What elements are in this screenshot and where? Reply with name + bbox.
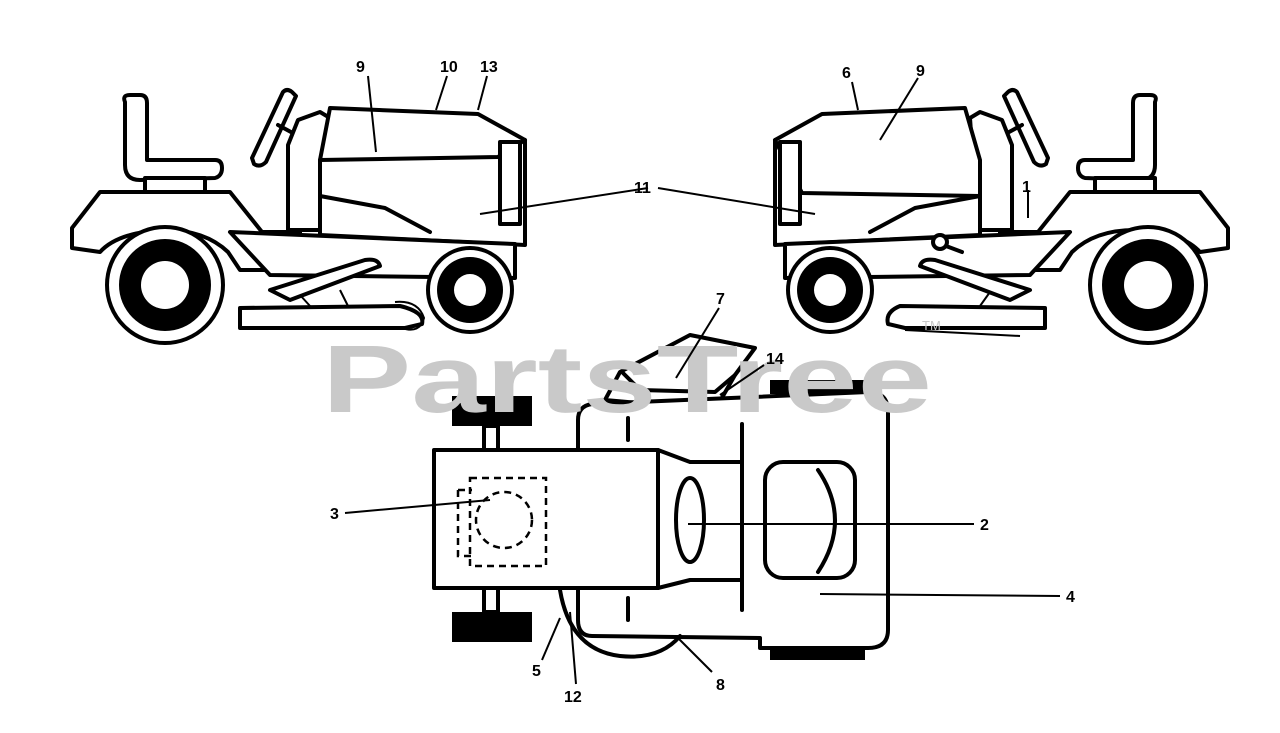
callout-4: 4 xyxy=(1066,589,1075,606)
callout-8: 8 xyxy=(716,677,725,694)
leader-lines xyxy=(344,75,1061,685)
callout-14: 14 xyxy=(766,351,784,368)
callout-10: 10 xyxy=(440,59,458,76)
callout-9-right: 9 xyxy=(916,63,925,80)
callout-9-left: 9 xyxy=(356,59,365,76)
callout-12: 12 xyxy=(564,689,582,706)
callout-labels: 9 10 13 6 9 11 1 7 14 3 2 4 5 12 8 xyxy=(330,59,1075,706)
callout-11: 11 xyxy=(634,180,651,197)
callout-13: 13 xyxy=(480,59,498,76)
watermark: PartsTree TM xyxy=(322,318,941,433)
watermark-text: PartsTree xyxy=(322,326,932,433)
top-view-tractor xyxy=(432,333,890,660)
right-side-view-tractor xyxy=(773,88,1230,345)
left-side-view-tractor xyxy=(70,88,527,345)
callout-1: 1 xyxy=(1022,179,1031,196)
callout-2: 2 xyxy=(980,517,989,534)
callout-3: 3 xyxy=(330,506,339,523)
callout-5: 5 xyxy=(532,663,541,680)
callout-7: 7 xyxy=(716,291,725,308)
callout-6: 6 xyxy=(842,65,851,82)
watermark-trademark: TM xyxy=(922,318,941,333)
